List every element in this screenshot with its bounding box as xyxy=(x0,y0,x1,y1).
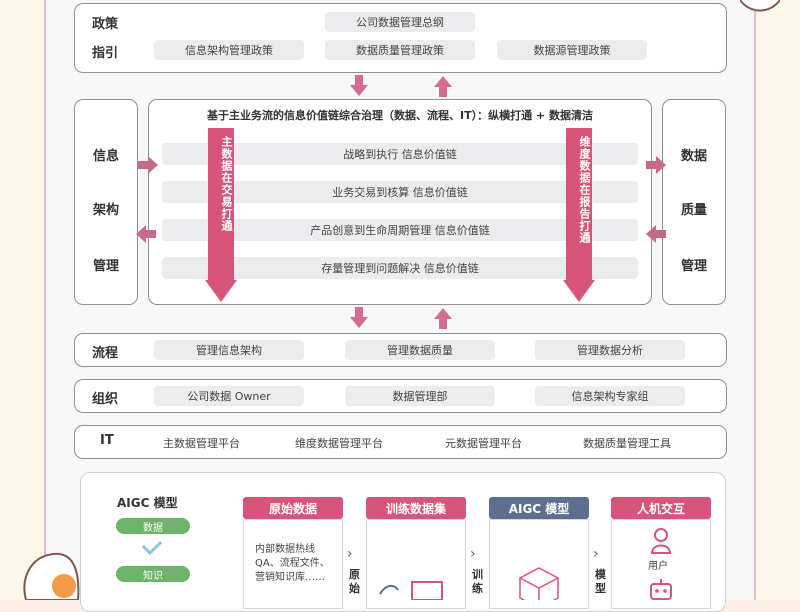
info-arch-label-1: 信息 xyxy=(93,149,120,164)
right-arrow-out-icon xyxy=(646,156,666,174)
info-arch-mgmt-box xyxy=(74,99,138,305)
connector-1-icon: › xyxy=(347,546,353,562)
left-decorative-border xyxy=(0,0,46,600)
policy-item-general: 公司数据管理总纲 xyxy=(325,12,475,32)
process-item-analysis: 管理数据分析 xyxy=(535,340,685,360)
connector-1-label: 原始 xyxy=(349,568,360,595)
card-training-title: 训练数据集 xyxy=(366,497,466,519)
aigc-legend-data: 数据 xyxy=(116,518,190,534)
policy-item-quality: 数据质量管理政策 xyxy=(325,40,475,60)
card-raw-data-text: 内部数据热线 QA、流程文件、营销知识库…… xyxy=(255,544,330,583)
master-data-bar: 主数据在交易打通 xyxy=(208,128,234,280)
it-box xyxy=(74,425,727,459)
process-item-architecture: 管理信息架构 xyxy=(154,340,304,360)
data-quality-label-1: 数据 xyxy=(681,149,708,164)
info-arch-label-2: 架构 xyxy=(93,203,120,218)
it-label: IT xyxy=(100,433,114,448)
card-raw-data-title: 原始数据 xyxy=(243,497,343,519)
left-arrow-out-icon xyxy=(138,156,158,174)
left-arrow-in-icon xyxy=(136,225,156,243)
org-item-department: 数据管理部 xyxy=(345,386,495,406)
up-arrow-2-icon xyxy=(434,308,452,329)
corner-decoration-icon xyxy=(740,0,780,12)
value-chain-stock: 存量管理到问题解决 信息价值链 xyxy=(162,257,638,279)
cube-icon xyxy=(519,567,559,600)
robot-icon xyxy=(650,579,672,600)
card-aigc-model-title: AIGC 模型 xyxy=(489,497,589,519)
it-item-metadata: 元数据管理平台 xyxy=(445,437,522,450)
it-item-master: 主数据管理平台 xyxy=(163,437,240,450)
it-item-quality-tool: 数据质量管理工具 xyxy=(583,437,671,450)
connector-3-icon: › xyxy=(593,546,599,562)
down-arrow-icon xyxy=(350,75,368,96)
process-item-quality: 管理数据质量 xyxy=(345,340,495,360)
check-icon xyxy=(141,540,163,556)
dataset-icon xyxy=(379,581,443,600)
dimension-data-bar: 维度数据在报告打通 xyxy=(566,128,592,280)
up-arrow-icon xyxy=(434,76,452,97)
org-item-owner: 公司数据 Owner xyxy=(154,386,304,406)
right-arrow-in-icon xyxy=(646,225,666,243)
it-item-dimension: 维度数据管理平台 xyxy=(295,437,383,450)
card-training xyxy=(366,519,466,609)
dimension-data-bar-tip-icon xyxy=(563,280,595,302)
user-icon xyxy=(651,528,671,554)
data-quality-mgmt-box xyxy=(662,99,726,305)
info-arch-label-3: 管理 xyxy=(93,259,120,274)
card-raw-data xyxy=(243,519,343,609)
org-label: 组织 xyxy=(92,392,119,407)
aigc-legend-knowledge: 知识 xyxy=(116,566,190,582)
card-interaction-user: 用户 xyxy=(648,561,668,572)
mascot-decoration-icon xyxy=(23,552,80,600)
right-decorative-border xyxy=(754,0,800,600)
policy-item-source: 数据源管理政策 xyxy=(497,40,647,60)
connector-3-label: 模型 xyxy=(595,568,606,595)
org-item-experts: 信息架构专家组 xyxy=(535,386,685,406)
data-quality-label-3: 管理 xyxy=(681,259,708,274)
value-chain-product: 产品创意到生命周期管理 信息价值链 xyxy=(162,219,638,241)
card-interaction-title: 人机交互 xyxy=(611,497,711,519)
connector-2-label: 训练 xyxy=(472,568,483,595)
policy-label-2: 指引 xyxy=(92,46,119,61)
policy-item-architecture: 信息架构管理政策 xyxy=(154,40,304,60)
card-interaction xyxy=(611,519,711,609)
policy-label-1: 政策 xyxy=(92,17,119,32)
governance-title: 基于主业务流的信息价值链综合治理（数据、流程、IT）：纵横打通 + 数据清洁 xyxy=(207,109,593,122)
down-arrow-2-icon xyxy=(350,307,368,328)
value-chain-transaction: 业务交易到核算 信息价值链 xyxy=(162,181,638,203)
data-quality-label-2: 质量 xyxy=(681,203,708,218)
connector-2-icon: › xyxy=(470,546,476,562)
aigc-legend-title: AIGC 模型 xyxy=(117,496,178,510)
value-chain-strategy: 战略到执行 信息价值链 xyxy=(162,143,638,165)
process-label: 流程 xyxy=(92,346,119,361)
master-data-bar-tip-icon xyxy=(205,280,237,302)
